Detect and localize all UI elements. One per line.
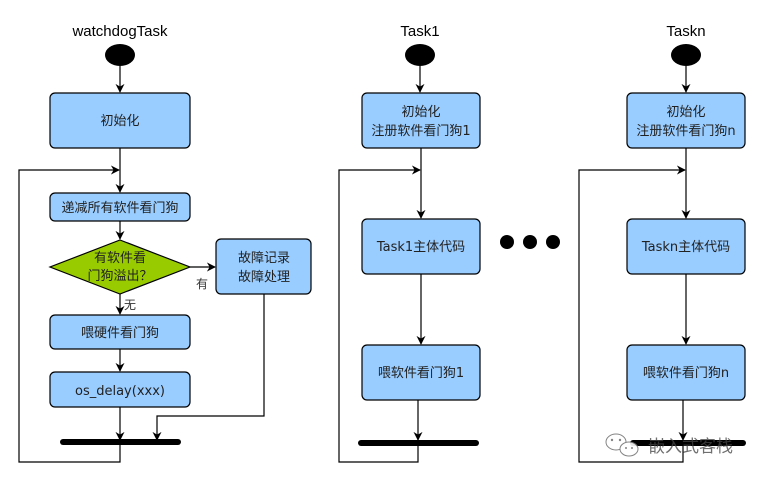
- wechat-icon: [605, 433, 639, 457]
- taskn-init-line1: 初始化: [666, 105, 705, 120]
- task1-init-box: [361, 92, 481, 149]
- task1-feed-label: 喂软件看门狗1: [378, 365, 464, 381]
- taskn-feed-box: [626, 344, 746, 401]
- ellipsis-dot: [500, 235, 514, 249]
- taskn-body-label: Taskn主体代码: [641, 240, 730, 255]
- ellipsis-more-tasks: [500, 235, 560, 249]
- start-node: [105, 44, 135, 66]
- task1-edge-loop-back: [338, 165, 421, 463]
- watchdog-task-title: watchdogTask: [71, 23, 168, 40]
- task1-flow: Task1 初始化 注册软件看门狗1 Task1主体代码 喂软件看门狗1: [338, 23, 481, 463]
- init-label: 初始化: [100, 114, 139, 129]
- overflow-decision: [48, 239, 192, 295]
- taskn-feed-label: 喂软件看门狗n: [643, 365, 729, 381]
- task1-init-line2: 注册软件看门狗1: [371, 123, 470, 139]
- ellipsis-dot: [523, 235, 537, 249]
- watermark-text: 嵌入式客栈: [648, 437, 733, 457]
- task1-title: Task1: [400, 23, 439, 40]
- decision-label-line2: 门狗溢出？: [87, 269, 152, 284]
- taskn-title: Taskn: [666, 23, 705, 40]
- join-bar: [60, 439, 181, 445]
- edge-fault-to-join: [152, 294, 265, 441]
- task1-init-line1: 初始化: [401, 105, 440, 120]
- yes-label: 有: [196, 277, 208, 291]
- delay-label: os_delay(xxx): [75, 384, 165, 399]
- task1-join-bar: [358, 440, 479, 446]
- taskn-edge-loop-back: [578, 165, 686, 463]
- task1-start-node: [405, 44, 435, 66]
- fault-label-line1: 故障记录: [238, 251, 290, 266]
- watermark: 嵌入式客栈: [605, 433, 733, 457]
- taskn-join-bar: [630, 440, 746, 446]
- no-label: 无: [124, 298, 136, 312]
- taskn-init-box: [626, 92, 746, 149]
- task1-body-label: Task1主体代码: [376, 240, 465, 255]
- fault-label-line2: 故障处理: [238, 270, 290, 285]
- taskn-flow: Taskn 初始化 注册软件看门狗n Taskn主体代码 喂软件看门狗n: [578, 23, 746, 463]
- decrement-label: 递减所有软件看门狗: [61, 200, 178, 216]
- taskn-start-node: [671, 44, 701, 66]
- taskn-init-line2: 注册软件看门狗n: [636, 123, 735, 139]
- fault-box: [215, 238, 312, 295]
- feed-hw-label: 喂硬件看门狗: [81, 325, 159, 341]
- watchdog-task-flow: watchdogTask 初始化 递减所有软件看门狗 有软件看 门狗溢出？ 有 …: [18, 23, 312, 463]
- decision-label-line1: 有软件看: [94, 250, 146, 266]
- edge-loop-back: [18, 165, 121, 463]
- ellipsis-dot: [546, 235, 560, 249]
- task1-feed-box: [361, 344, 481, 401]
